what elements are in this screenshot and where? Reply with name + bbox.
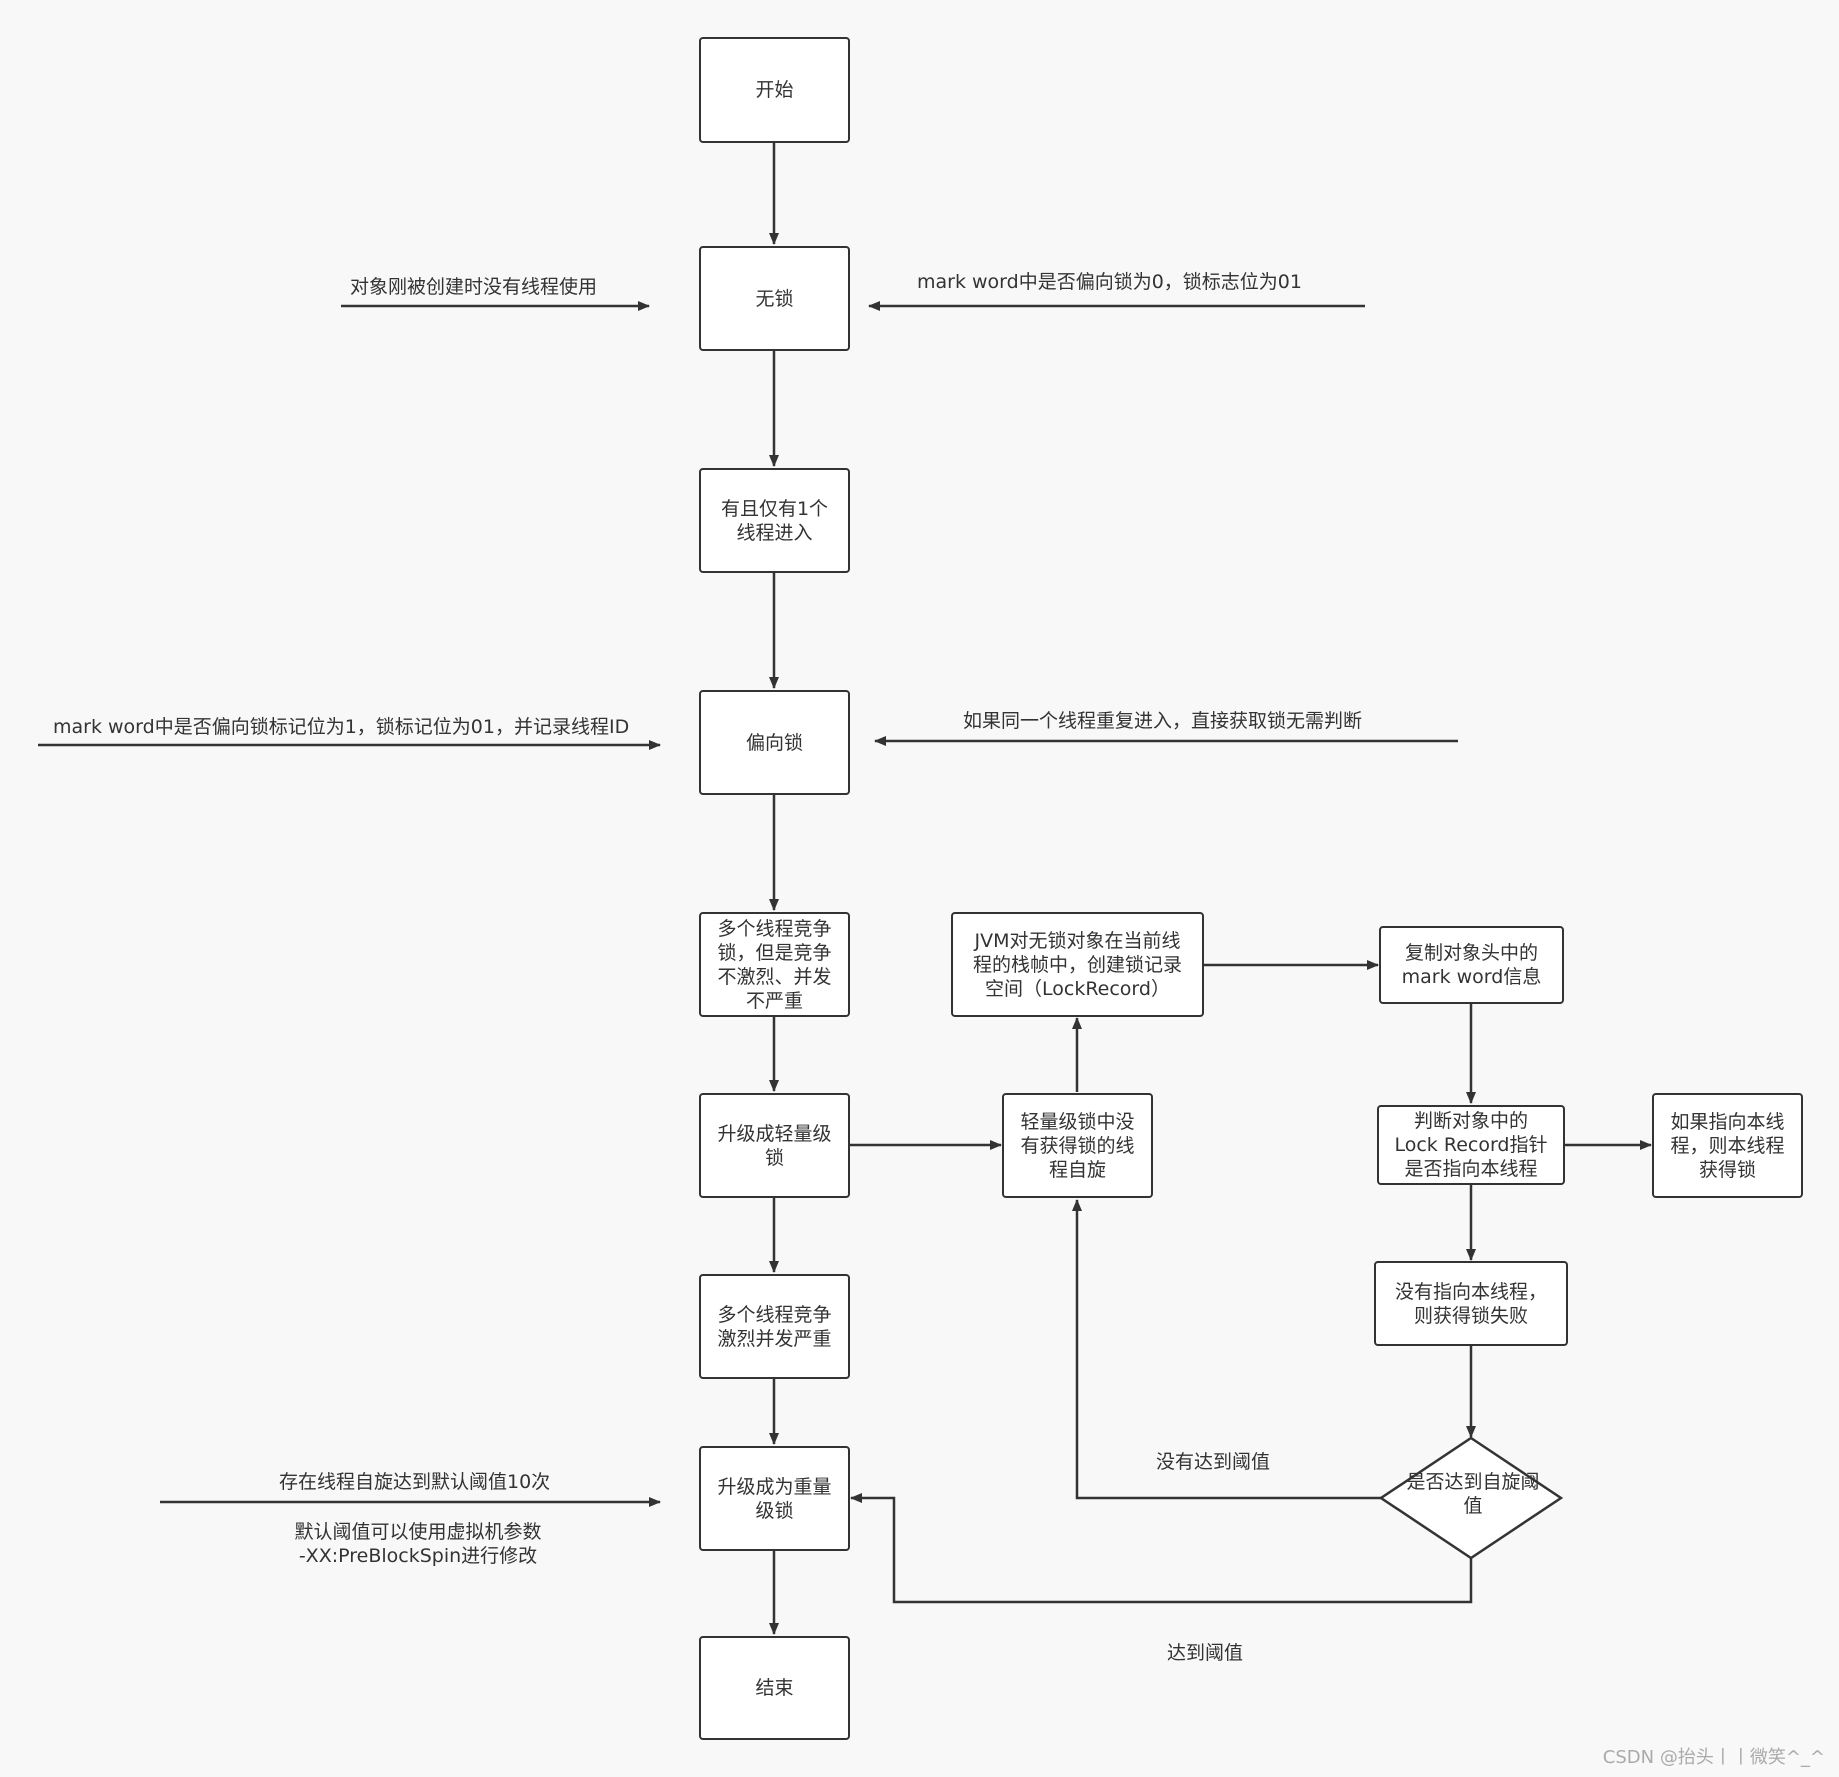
nolock-text: 无锁 bbox=[755, 287, 794, 310]
reached-label: 达到阈值 bbox=[1167, 1642, 1244, 1664]
watermark: CSDN @抬头丨丨微笑^_^ bbox=[1602, 1747, 1825, 1768]
heavy-left-label: 存在线程自旋达到默认阈值10次 bbox=[279, 1471, 551, 1493]
jvm-record-node: JVM对无锁对象在当前线 程的栈帧中，创建锁记录 空间（LockRecord） bbox=[951, 912, 1204, 1017]
spin-node: 轻量级锁中没 有获得锁的线 程自旋 bbox=[1002, 1093, 1153, 1198]
edge-threshold-notreached-spin bbox=[1072, 1199, 1381, 1500]
single-thread-text: 有且仅有1个 线程进入 bbox=[720, 497, 829, 544]
check-pointer-node: 判断对象中的 Lock Record指针 是否指向本线程 bbox=[1377, 1105, 1565, 1185]
nolock-left-label: 对象刚被创建时没有线程使用 bbox=[350, 276, 598, 298]
fail-text: 没有指向本线程， 则获得锁失败 bbox=[1394, 1280, 1547, 1327]
heavyweight-node: 升级成为重量 级锁 bbox=[699, 1446, 850, 1551]
start-text: 开始 bbox=[755, 79, 794, 101]
start-node: 开始 bbox=[699, 37, 850, 143]
not-reached-label: 没有达到阈值 bbox=[1156, 1451, 1271, 1473]
copy-header-text: 复制对象头中的 mark word信息 bbox=[1401, 942, 1542, 988]
end-text: 结束 bbox=[755, 1677, 794, 1699]
lightweight-text: 升级成轻量级 锁 bbox=[717, 1122, 832, 1169]
edge-threshold-reached-heavyweight bbox=[850, 1493, 1473, 1604]
spin-text: 轻量级锁中没 有获得锁的线 程自旋 bbox=[1020, 1110, 1135, 1181]
end-node: 结束 bbox=[699, 1636, 850, 1740]
mild-contention-node: 多个线程竞争 锁，但是竞争 不激烈、并发 不严重 bbox=[699, 912, 850, 1017]
nolock-right-label: mark word中是否偏向锁为0，锁标志位为01 bbox=[917, 271, 1302, 293]
acquire-text: 如果指向本线 程，则本线程 获得锁 bbox=[1670, 1110, 1785, 1181]
single-thread-node: 有且仅有1个 线程进入 bbox=[699, 468, 850, 573]
jvm-record-text: JVM对无锁对象在当前线 程的栈帧中，创建锁记录 空间（LockRecord） bbox=[972, 929, 1182, 1000]
mild-contention-text: 多个线程竞争 锁，但是竞争 不激烈、并发 不严重 bbox=[717, 917, 832, 1012]
biased-right-label: 如果同一个线程重复进入，直接获取锁无需判断 bbox=[963, 710, 1363, 732]
heavy-left-note-label: 默认阈值可以使用虚拟机参数 -XX:PreBlockSpin进行修改 bbox=[294, 1521, 542, 1567]
heavy-contention-text: 多个线程竞争 激烈并发严重 bbox=[717, 1303, 832, 1350]
nolock-node: 无锁 bbox=[699, 246, 850, 351]
heavy-contention-node: 多个线程竞争 激烈并发严重 bbox=[699, 1274, 850, 1379]
threshold-diamond bbox=[1378, 1436, 1564, 1560]
biased-left-label: mark word中是否偏向锁标记位为1，锁标记位为01，并记录线程ID bbox=[53, 716, 630, 738]
heavyweight-text: 升级成为重量 级锁 bbox=[717, 1475, 832, 1522]
lightweight-node: 升级成轻量级 锁 bbox=[699, 1093, 850, 1198]
check-pointer-text: 判断对象中的 Lock Record指针 是否指向本线程 bbox=[1394, 1110, 1548, 1180]
biased-node: 偏向锁 bbox=[699, 690, 850, 795]
threshold-check-text: 是否达到自旋阈 值 bbox=[1406, 1471, 1540, 1517]
acquire-node: 如果指向本线 程，则本线程 获得锁 bbox=[1652, 1093, 1803, 1198]
copy-header-node: 复制对象头中的 mark word信息 bbox=[1379, 926, 1564, 1004]
fail-node: 没有指向本线程， 则获得锁失败 bbox=[1374, 1261, 1568, 1346]
biased-text: 偏向锁 bbox=[745, 731, 803, 754]
